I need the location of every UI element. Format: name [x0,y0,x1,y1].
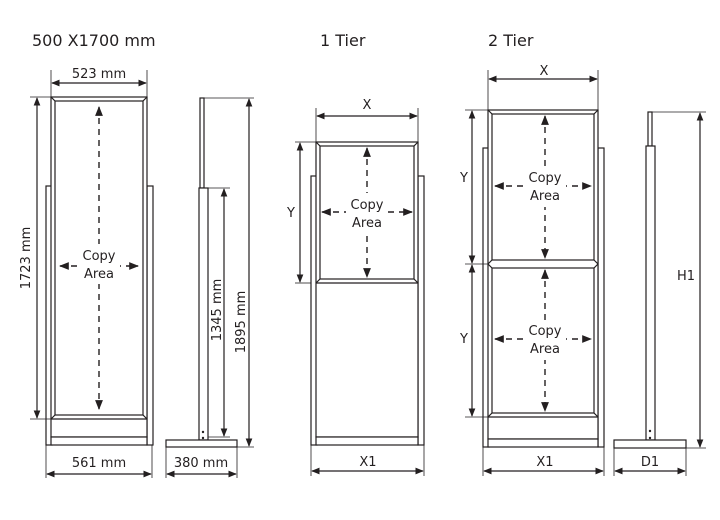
two-tier-bottom-copy-area-line2: Area [530,342,560,357]
left-base-width-label: 561 mm [72,456,126,471]
two-tier-side-view: H1 D1 [613,111,706,476]
two-tier-x1-label: X1 [536,455,553,470]
left-width-top-label: 523 mm [72,67,126,82]
left-copy-area-line2: Area [84,267,114,282]
two-tier-y-bottom-label: Y [459,332,468,347]
side-d1-label: D1 [641,455,659,470]
one-tier-x1-label: X1 [359,455,376,470]
two-tier-front-view: Copy Area Copy Area X Y Y X1 [459,64,605,476]
title-2-tier: 2 Tier [488,31,534,50]
title-500x1700: 500 X1700 mm [32,31,156,50]
title-1-tier: 1 Tier [320,31,366,50]
left-front-view: Copy Area [45,96,154,446]
side-depth-label: 380 mm [174,456,228,471]
one-tier-x-label: X [363,98,372,113]
two-tier-top-copy-area-line1: Copy [529,171,562,186]
one-tier-copy-area-line1: Copy [351,198,384,213]
two-tier-y-top-label: Y [459,171,468,186]
left-copy-area-line1: Copy [83,249,116,264]
side-post-height-label: 1345 mm [210,279,225,342]
one-tier-front-view: Copy Area X Y X1 [286,98,425,476]
side-total-height-label: 1895 mm [234,291,249,354]
two-tier-top-copy-area-line2: Area [530,189,560,204]
left-side-view: 1345 mm 1895 mm 380 mm [165,97,254,478]
left-dimensions: 523 mm 1723 mm 561 mm [19,67,153,478]
side-h1-label: H1 [677,269,695,284]
left-frame-height-label: 1723 mm [19,227,34,290]
two-tier-bottom-copy-area-line1: Copy [529,324,562,339]
one-tier-copy-area-line2: Area [352,216,382,231]
one-tier-y-label: Y [286,206,295,221]
two-tier-x-label: X [540,64,549,79]
